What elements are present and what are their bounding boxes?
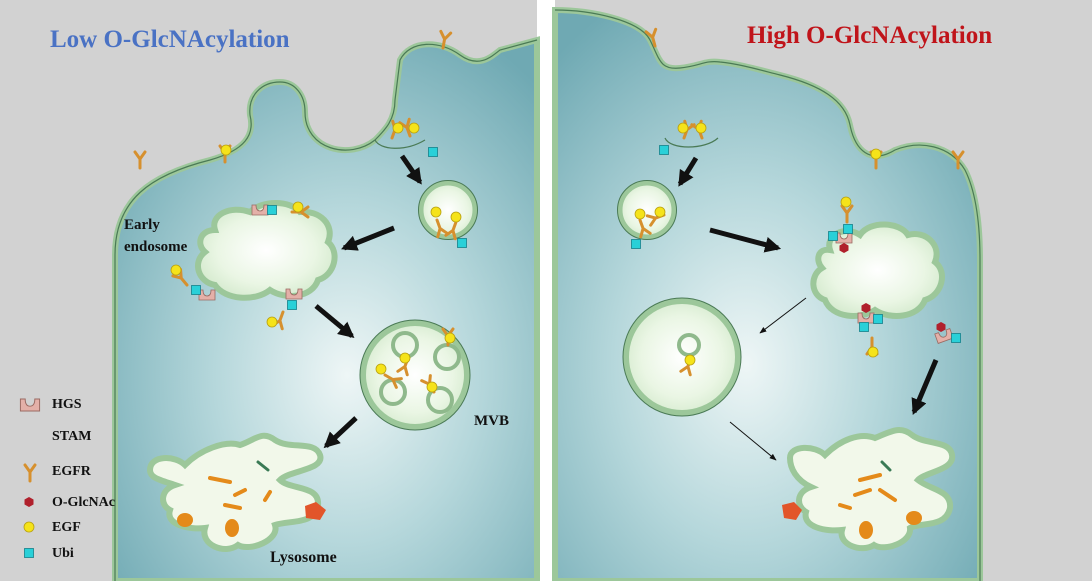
arrow-early-endosome-to-mvb-weak [759, 297, 807, 334]
arrow-early-endosome-to-mvb [314, 304, 355, 339]
egf-ligand [220, 144, 232, 156]
multivesicular-body [359, 319, 471, 431]
endocytic-vesicle [418, 180, 478, 248]
legend-label: STAM [52, 429, 92, 444]
egf-ligand [870, 148, 882, 160]
legend-item-egfr: EGFR [12, 461, 172, 485]
arrow-pit-to-vesicle [399, 154, 423, 185]
left-cell-outline [114, 39, 538, 581]
legend-label: HGS [52, 397, 82, 412]
arrow-pit-to-vesicle [677, 156, 699, 187]
early-endosome-label-line1: Early [124, 217, 160, 233]
early-endosome-label-line2: endosome [124, 239, 188, 255]
left-panel-title: Low O-GlcNAcylation [50, 26, 290, 53]
legend-item-egf: EGF [12, 517, 172, 541]
arrow-to-lysosome-bypass [911, 359, 939, 415]
arrow-mvb-to-lysosome [323, 416, 358, 449]
legend-label: Ubi [52, 546, 74, 561]
early-endosome [810, 196, 946, 358]
arrow-mvb-to-lysosome-weak [729, 421, 777, 461]
lysosome [782, 426, 956, 552]
right-panel-title: High O-GlcNAcylation [747, 22, 993, 49]
multivesicular-body [622, 297, 742, 417]
lysosome [146, 432, 326, 552]
legend-item-hgs: HGS [12, 394, 172, 418]
legend-item-stam: STAM [12, 426, 172, 450]
legend-label: EGF [52, 520, 81, 535]
early-endosome-label: Early endosome [124, 214, 187, 258]
mvb-label: MVB [474, 413, 509, 429]
legend-label: EGFR [52, 464, 91, 479]
legend-item-ubi: Ubi [12, 543, 172, 567]
endocytic-vesicle [617, 180, 677, 249]
panel-divider [537, 0, 555, 581]
budding-pit [659, 119, 719, 155]
early-endosome [170, 200, 338, 331]
budding-pit [374, 117, 438, 157]
arrow-vesicle-to-early-endosome [709, 227, 782, 253]
legend-item-o-glcnac: O-GlcNAc [12, 492, 172, 516]
legend-label: O-GlcNAc [52, 495, 115, 510]
arrow-vesicle-to-early-endosome [341, 225, 395, 251]
lysosome-label: Lysosome [270, 549, 337, 566]
